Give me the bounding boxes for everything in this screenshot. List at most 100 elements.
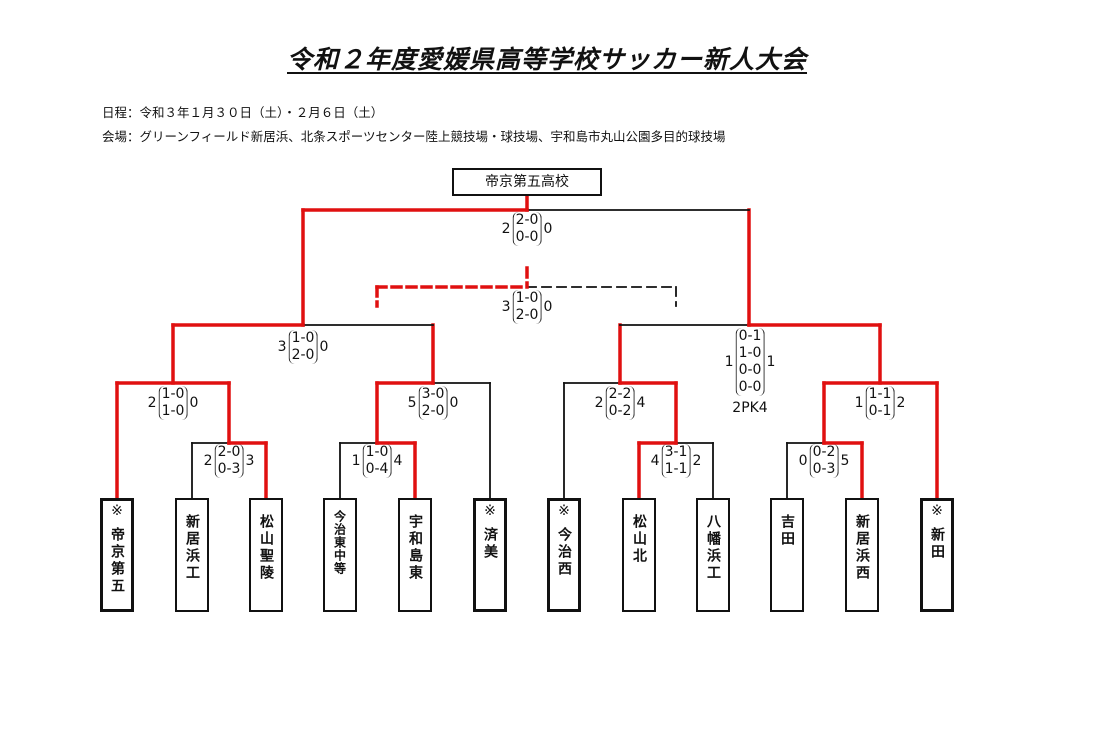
left-score: 3 [277,339,287,355]
team-box: 今治東中等 [323,498,357,612]
team-box: 吉田 [770,498,804,612]
venue-text: 会場：グリーンフィールド新居浜、北条スポーツセンター陸上競技場・球技場、宇和島市… [102,129,726,144]
left-score: 2 [203,453,213,469]
right-score: 3 [245,453,255,469]
page-title: 令和２年度愛媛県高等学校サッカー新人大会 [287,45,808,74]
team-box: 松山北 [622,498,656,612]
schedule-text: 日程：令和３年１月３０日（土）・２月６日（土） [102,105,384,120]
left-score: 1 [351,453,361,469]
half-score: 0-2 [812,444,836,460]
team-box: 新居浜西 [845,498,879,612]
half-score: 1-1 [664,461,688,477]
half-score: 1-0 [161,403,185,419]
half-score: 1-0 [738,345,762,361]
team-name: 済美 [482,527,498,561]
right-score: 5 [840,453,850,469]
pk-score: 2PK4 [732,400,768,416]
half-score: 1-1 [868,386,892,402]
left-score: 3 [501,299,511,315]
left-score: 1 [854,395,864,411]
half-score: 2-0 [515,212,539,228]
team-box: ※ 済美 [473,498,507,612]
right-score: 4 [393,453,403,469]
right-score: 1 [766,354,776,370]
half-score: 0-1 [868,403,892,419]
team-name: 八幡浜工 [705,514,721,582]
team-name: 新居浜西 [854,514,870,582]
right-score: 2 [692,453,702,469]
team-box: ※ 今治西 [547,498,581,612]
team-name: 松山北 [631,514,647,565]
team-name: 吉田 [779,514,795,548]
right-score: 4 [636,395,646,411]
team-name: 新居浜工 [184,514,200,582]
team-name: 新田 [929,527,945,561]
right-score: 0 [449,395,459,411]
right-score: 0 [543,221,553,237]
seed-mark: ※ [558,503,570,519]
half-score: 1-0 [365,444,389,460]
left-score: 4 [650,453,660,469]
half-score: 1-0 [161,386,185,402]
team-name: 松山聖陵 [258,514,274,582]
left-score: 5 [407,395,417,411]
team-name: 今治西 [556,527,572,578]
team-box: 八幡浜工 [696,498,730,612]
seed-mark: ※ [931,503,943,519]
team-box: 新居浜工 [175,498,209,612]
team-name: 今治東中等 [332,510,347,575]
team-name: 宇和島東 [407,514,423,582]
left-score: 2 [147,395,157,411]
half-score: 0-0 [738,362,762,378]
half-score: 0-1 [738,328,762,344]
team-box: ※ 新田 [920,498,954,612]
half-score: 1-0 [291,330,315,346]
half-score: 0-2 [608,403,632,419]
half-score: 0-0 [738,379,762,395]
left-score: 0 [798,453,808,469]
half-score: 2-0 [217,444,241,460]
half-score: 0-3 [812,461,836,477]
team-name: 帝京第五 [109,527,125,595]
right-score: 0 [543,299,553,315]
team-box: ※帝京第五 [100,498,134,612]
half-score: 0-0 [515,229,539,245]
half-score: 3-0 [421,386,445,402]
half-score: 2-0 [291,347,315,363]
half-score: 2-2 [608,386,632,402]
right-score: 0 [319,339,329,355]
left-score: 1 [724,354,734,370]
half-score: 1-0 [515,290,539,306]
seed-mark: ※ [484,503,496,519]
half-score: 2-0 [515,307,539,323]
half-score: 3-1 [664,444,688,460]
half-score: 0-3 [217,461,241,477]
team-box: 松山聖陵 [249,498,283,612]
champion-box: 帝京第五高校 [452,168,602,196]
team-box: 宇和島東 [398,498,432,612]
left-score: 2 [594,395,604,411]
